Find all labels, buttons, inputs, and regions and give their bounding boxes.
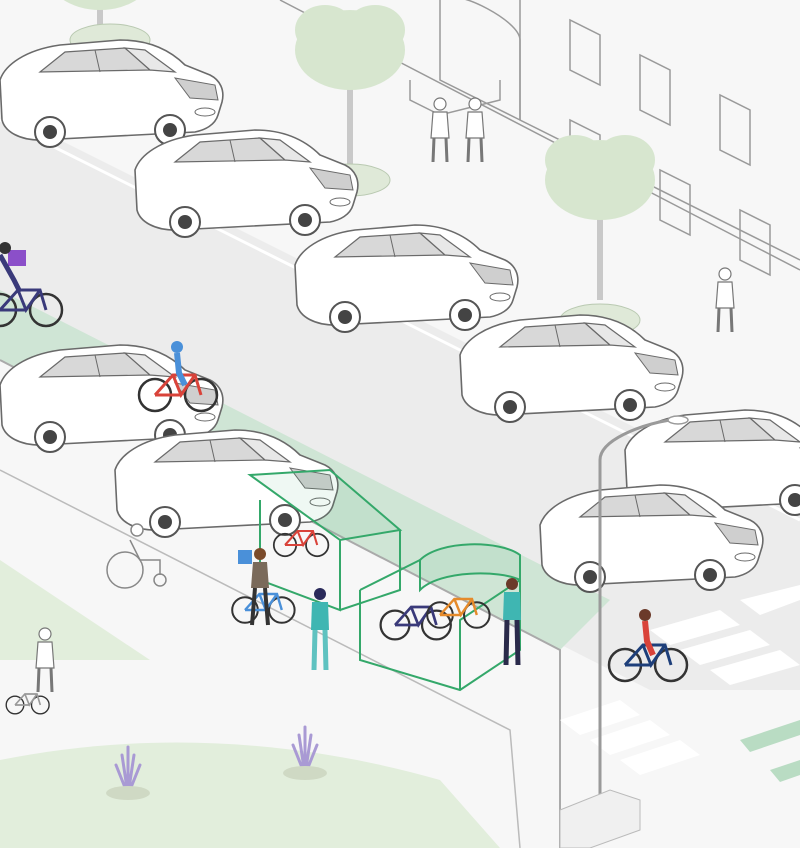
cyclist-delivery (0, 242, 64, 328)
bike-shelter-icon (247, 468, 521, 692)
cyclist-crosswalk (607, 609, 689, 683)
wheelchair-icon (106, 523, 167, 589)
person-icon (230, 548, 296, 626)
crosswalk (560, 585, 800, 775)
person-icon (503, 578, 521, 666)
grass-patch (0, 560, 150, 660)
street-lamp-icon (598, 415, 689, 805)
person-icon (311, 588, 329, 671)
cyclist-blue (137, 341, 219, 413)
